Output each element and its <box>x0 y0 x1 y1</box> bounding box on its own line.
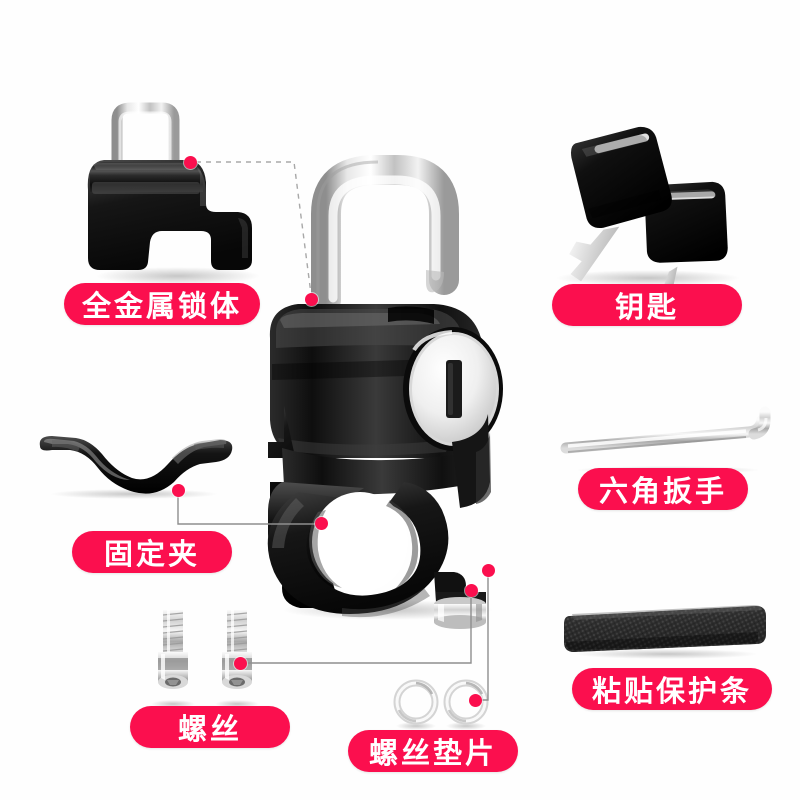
part-split-ring-washers <box>390 678 505 733</box>
callout-dot-bolt-collar[interactable] <box>482 564 495 577</box>
washers-illustration <box>393 679 489 730</box>
main-lock-illustration <box>267 155 503 629</box>
callout-dot-fixing-clip[interactable] <box>172 484 185 497</box>
callout-dot-washer[interactable] <box>469 694 482 707</box>
label-adhesive-strip[interactable]: 粘贴保护条 <box>572 668 772 710</box>
callout-dot-clamp-ring[interactable] <box>315 517 328 530</box>
part-hex-socket-screws <box>145 600 285 710</box>
label-hex-wrench[interactable]: 六角扳手 <box>578 468 748 510</box>
part-adhesive-rubber-strip <box>558 598 776 662</box>
part-fixing-clip <box>32 428 242 500</box>
part-main-helmet-lock <box>238 152 550 629</box>
callout-dot-main-shackle[interactable] <box>305 293 318 306</box>
label-keys[interactable]: 钥匙 <box>552 284 742 326</box>
fixing-clip-illustration <box>39 436 233 499</box>
label-fixing-clip[interactable]: 固定夹 <box>72 531 232 573</box>
adhesive-strip-illustration <box>564 605 766 659</box>
label-screws[interactable]: 螺丝 <box>130 706 290 748</box>
part-pair-of-keys <box>528 112 768 322</box>
keys-illustration <box>556 126 740 322</box>
label-screw-washers[interactable]: 螺丝垫片 <box>348 730 518 772</box>
callout-dot-bolt-head[interactable] <box>465 584 478 597</box>
screws-illustration <box>151 610 259 708</box>
callout-dot-screw[interactable] <box>234 657 247 670</box>
callout-dot-metal-lock-body[interactable] <box>184 156 197 169</box>
label-all-metal-lock-body[interactable]: 全金属锁体 <box>64 283 260 325</box>
